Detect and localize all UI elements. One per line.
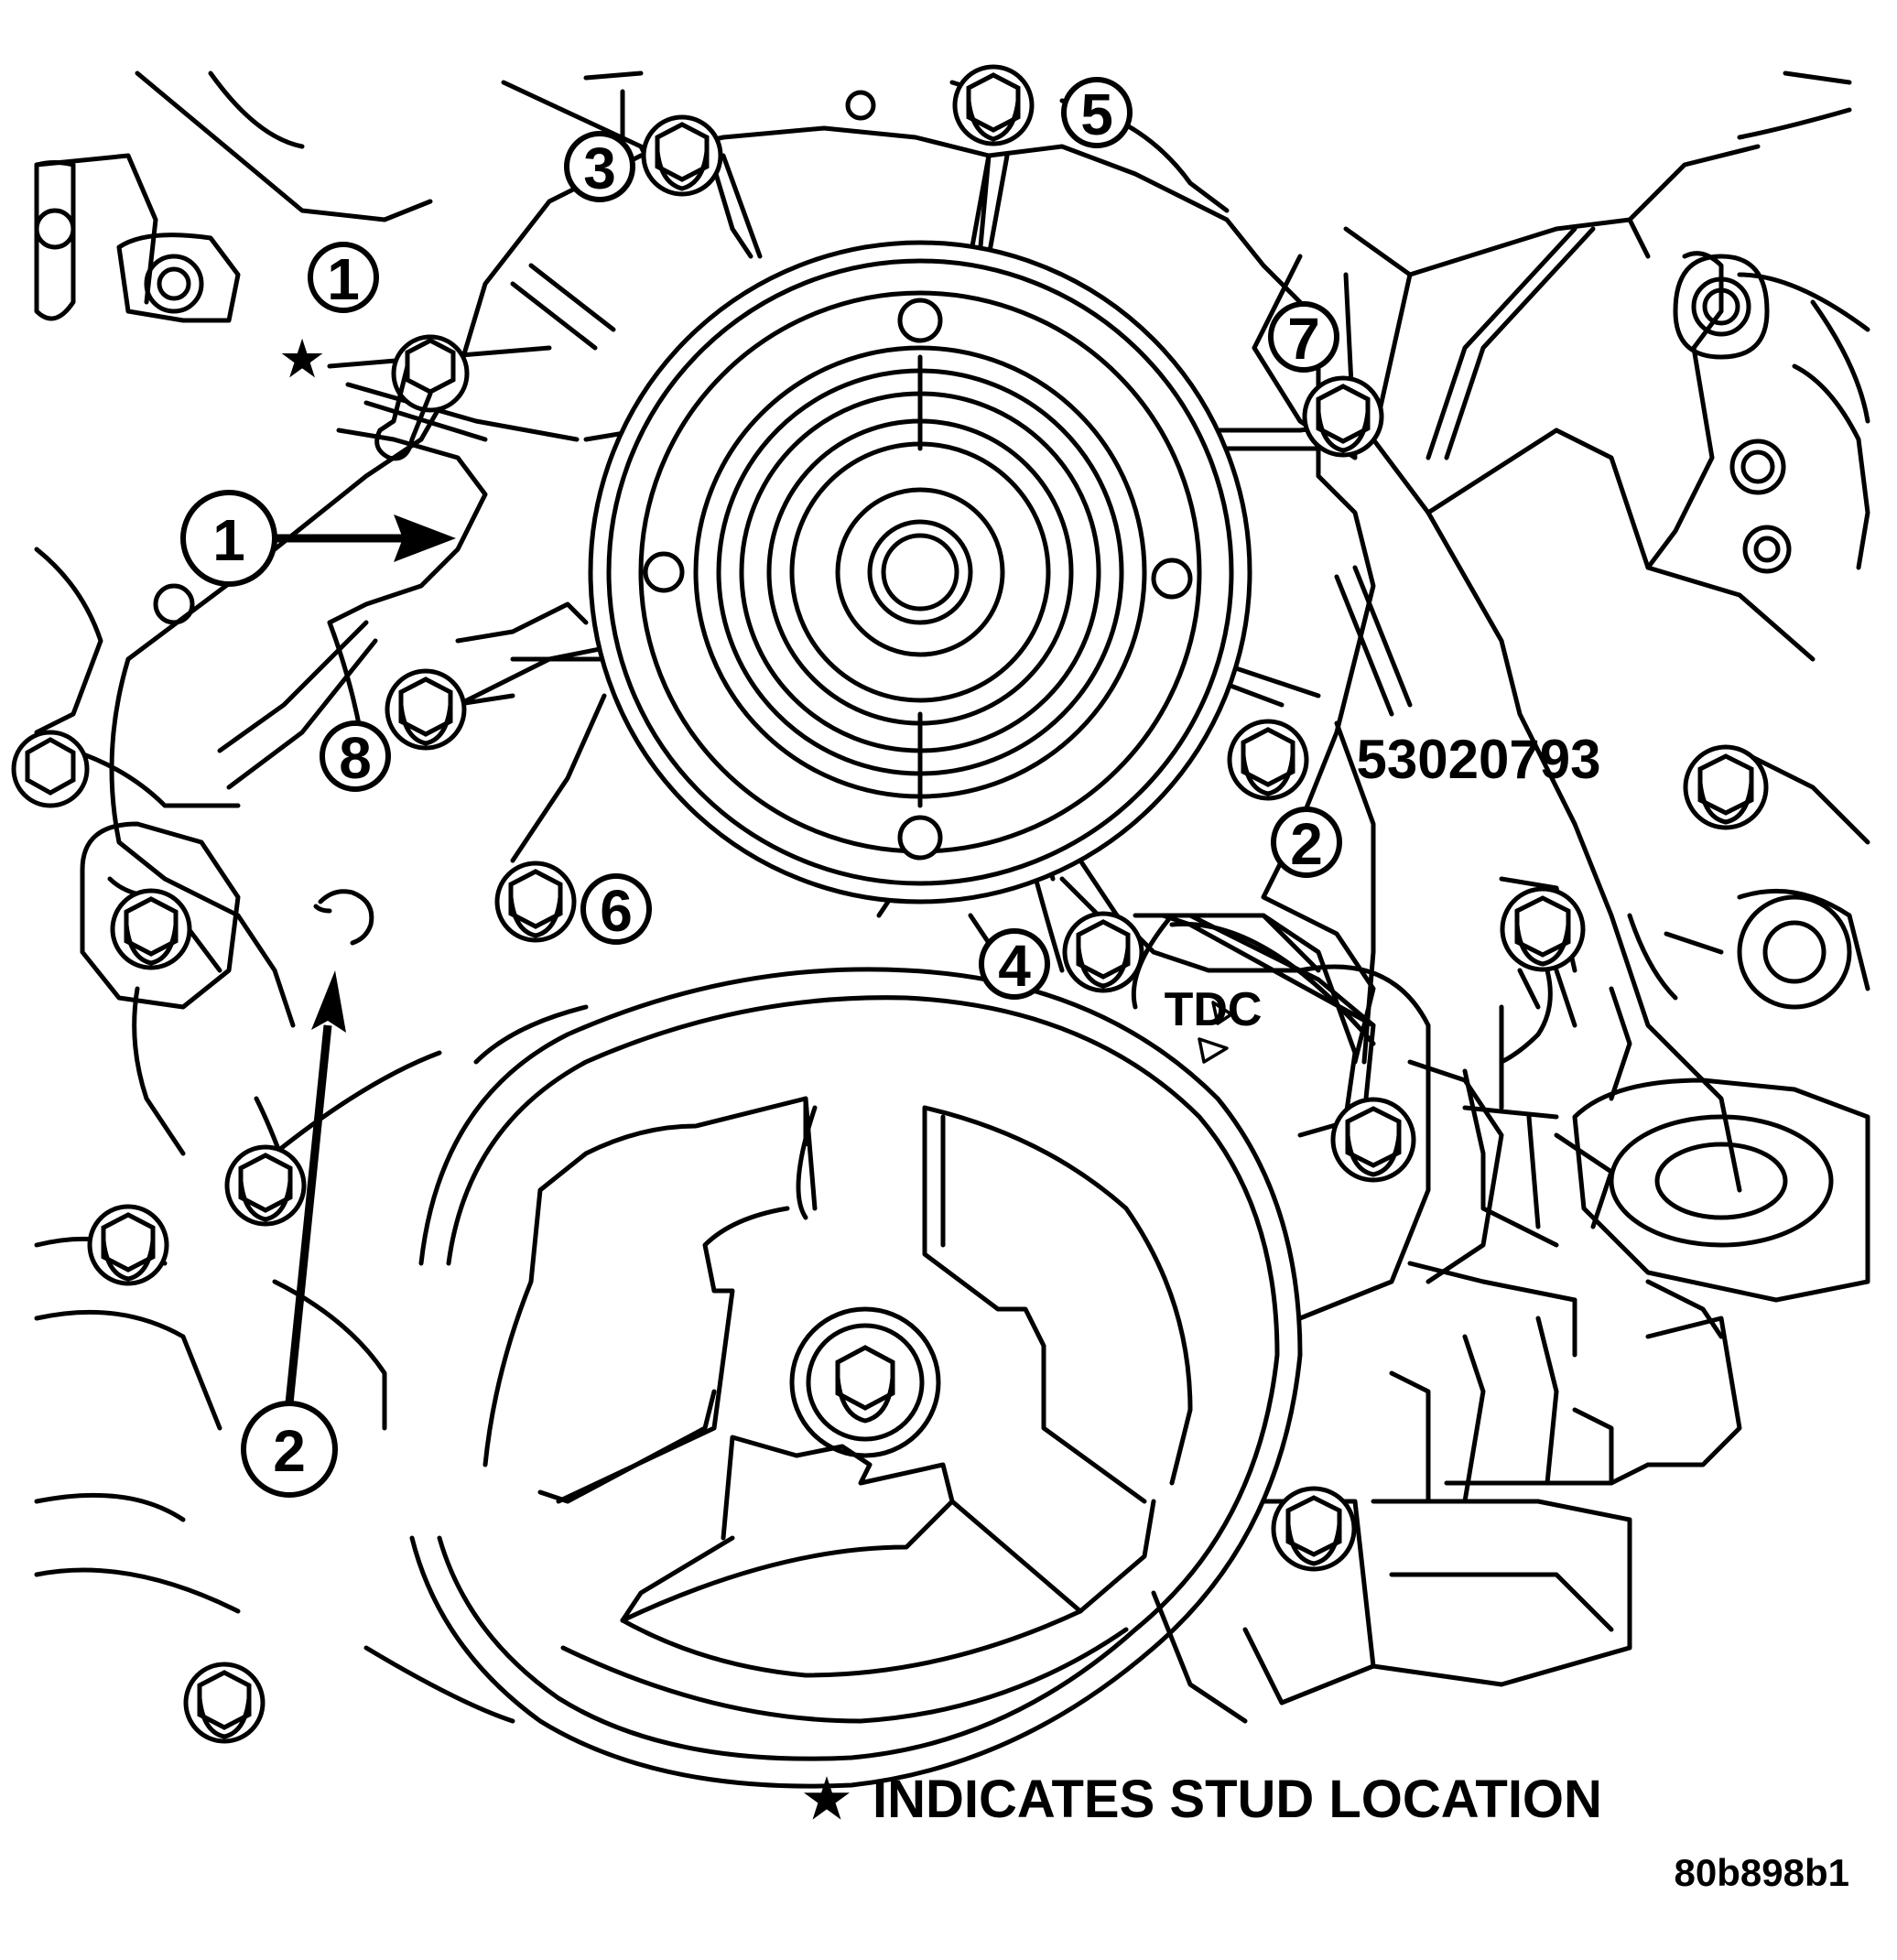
bolt-7-head [1302,375,1384,458]
cover-ribs [217,135,1596,918]
callout-bolt-7-label: 7 [1287,306,1320,372]
callout-bolt-6-label: 6 [600,878,633,944]
callout-item-2-label: 2 [273,1418,306,1484]
bolt-right-mid [1499,886,1586,1065]
bolt-3-head [641,114,723,197]
callout-bolt-5: 5 [1061,77,1133,148]
water-pump-pulley [588,240,1252,904]
legend: ★ INDICATES STUD LOCATION [803,1770,1602,1829]
callout-item-1: 1 [180,490,277,587]
callout-bolt-2-label: 2 [1290,811,1323,877]
bolt-right-upper [1683,744,1769,830]
callout-bolt-2: 2 [1271,807,1342,878]
bolt-left-low [87,1204,169,1286]
callout-bolt-1-label: 1 [327,246,360,312]
bolt-2-head [1227,719,1309,801]
figure-id: 80b898b1 [1675,1851,1849,1894]
arrow-item-1-head [394,514,456,562]
bolt-left-edge [11,730,90,808]
bolt-5-head [952,64,1035,146]
callout-bolt-7: 7 [1268,301,1339,373]
callout-item-1-label: 1 [212,507,245,573]
bolt-8-head [385,668,467,751]
part-number-label: 53020793 [1357,729,1601,790]
callout-item-2: 2 [241,1401,338,1498]
callout-bolt-8: 8 [320,720,391,792]
callout-bolt-3: 3 [564,131,635,202]
arrow-item-2 [285,1024,332,1404]
bolt-bottom-left [183,1662,266,1744]
callout-bolt-8-label: 8 [339,725,372,791]
callout-bolt-4: 4 [979,928,1050,1000]
bolt-bottom-right [1271,1486,1357,1572]
crankshaft-damper [409,967,1303,1789]
legend-star-icon: ★ [803,1770,851,1829]
bolt-left-mid [224,1144,307,1227]
callout-bolt-4-label: 4 [998,933,1031,999]
bolt-left-lower [110,888,192,970]
bolt-1-head [374,334,470,461]
callout-bolt-5-label: 5 [1080,81,1113,147]
callout-bolt-1: 1 [308,242,379,313]
bolt-6-head [494,861,577,943]
bolt-4-head [1062,911,1144,993]
leader-arrows [276,514,456,1404]
arrow-item-2-head [311,970,346,1033]
callouts: 1 3 5 7 8 2 6 4 [180,77,1342,1498]
bolt-bosses [34,90,1870,1303]
right-accessories [1389,876,1724,1504]
locating-hole-2 [318,889,374,946]
bolt-right-low [1330,1097,1416,1183]
tdc-label: TDC [1165,983,1263,1036]
callout-bolt-6: 6 [580,873,652,945]
hex-bolts [11,64,1769,1744]
stud-star-marker: ★ [281,333,324,386]
legend-text: INDICATES STUD LOCATION [873,1770,1602,1829]
damper-center-bolt [835,1345,895,1424]
callout-bolt-3-label: 3 [583,135,616,201]
